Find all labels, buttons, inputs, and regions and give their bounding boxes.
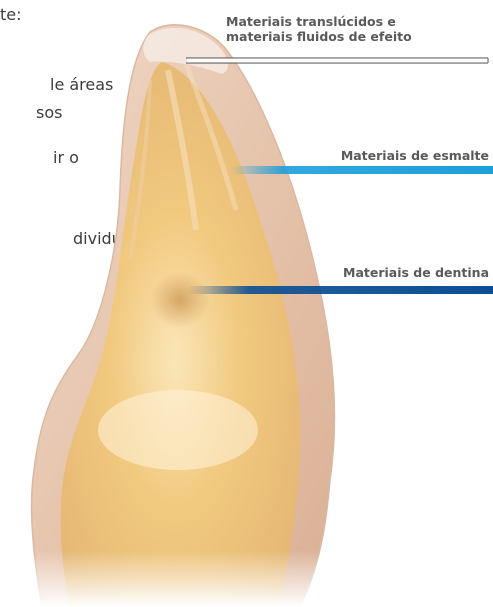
translucent-label-line2: materiais fluidos de efeito	[226, 29, 412, 44]
enamel-callout-bar	[230, 166, 493, 174]
translucent-callout-marker	[186, 58, 488, 63]
enamel-materials-label: Materiais de esmalte	[341, 148, 489, 163]
dentin-callout-bar	[188, 286, 493, 294]
translucent-materials-label: Materiais translúcidos e materiais fluid…	[226, 14, 412, 44]
translucent-label-line1: Materiais translúcidos e	[226, 14, 412, 29]
dentin-materials-label: Materiais de dentina	[343, 265, 489, 280]
